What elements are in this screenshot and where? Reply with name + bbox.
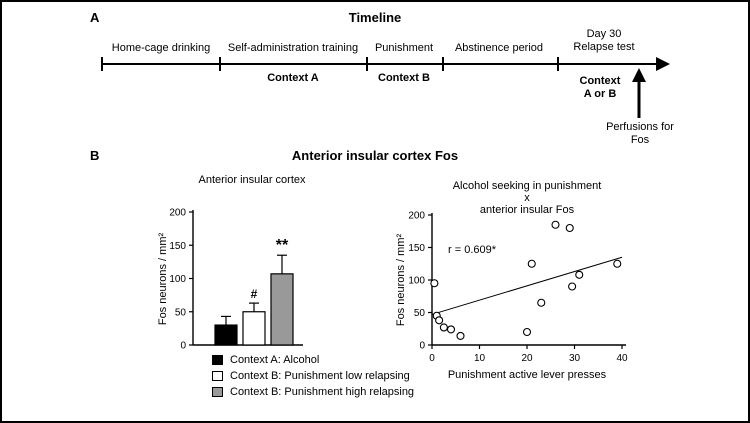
- legend-label-context-b-low: Context B: Punishment low relapsing: [230, 370, 410, 382]
- scatter-y-tick-label: 100: [408, 276, 425, 287]
- legend-swatch-context-b-low: [212, 371, 223, 381]
- phase-label-relapse-test: Day 30 Relapse test: [556, 28, 652, 54]
- phase-label-relapse-line: Relapse test: [573, 41, 635, 53]
- scatter-point: [537, 298, 546, 307]
- correlation-label: r = 0.609*: [448, 244, 497, 256]
- scatter-x-tick-label: 20: [521, 353, 533, 364]
- scatter-x-tick-label: 40: [616, 353, 628, 364]
- legend-swatch-context-b-high: [212, 387, 223, 397]
- scatter-title-line1: Alcohol seeking in punishment: [453, 180, 602, 192]
- scatter-point: [522, 327, 532, 337]
- scatter-point: [430, 279, 439, 288]
- bar-chart-legend: Context A: Alcohol Context B: Punishment…: [212, 352, 414, 400]
- scatter-title-line3: anterior insular Fos: [480, 204, 575, 216]
- context-a-label: Context A: [267, 72, 319, 84]
- phase-label-self-administration: Self-administration training: [227, 42, 359, 54]
- context-a-or-b-line1: Context: [579, 75, 621, 87]
- scatter-point: [613, 259, 622, 268]
- scatter-svg: Alcohol seeking in punishment x anterior…: [395, 180, 628, 381]
- phase-label-home-cage-drinking: Home-cage drinking: [111, 42, 211, 54]
- timeline-svg: [101, 57, 670, 118]
- scatter-point: [568, 282, 577, 291]
- legend-row-context-b-high: Context B: Punishment high relapsing: [212, 384, 414, 400]
- panel-b-title: Anterior insular cortex Fos: [291, 148, 459, 163]
- panel-a-label: A: [90, 10, 100, 25]
- scatter-x-tick-label: 10: [474, 353, 486, 364]
- scatter-x-tick-label: 30: [569, 353, 581, 364]
- scatter-point: [435, 316, 444, 325]
- bar: [242, 311, 266, 346]
- bar-chart-title: Anterior insular cortex: [199, 174, 306, 186]
- bar-y-tick-label: 200: [169, 208, 186, 219]
- regression-line: [431, 256, 623, 315]
- bar-y-tick-label: 50: [175, 307, 187, 318]
- timeline-arrowhead-icon: [656, 57, 670, 71]
- perfusion-arrowhead-icon: [632, 68, 646, 82]
- scatter-y-tick-label: 0: [419, 341, 425, 352]
- scatter-point: [456, 331, 465, 340]
- panel-b-label: B: [90, 148, 100, 163]
- scatter-point: [551, 220, 560, 229]
- legend-row-context-b-low: Context B: Punishment low relapsing: [212, 368, 414, 384]
- scatter-y-tick-label: 200: [408, 211, 425, 222]
- scatter-point: [439, 323, 448, 332]
- bar: [270, 273, 294, 346]
- scatter-y-tick-label: 150: [408, 243, 425, 254]
- legend-label-context-b-high: Context B: Punishment high relapsing: [230, 386, 415, 398]
- bar-chart-ylabel: Fos neurons / mm²: [157, 233, 169, 326]
- phase-label-punishment: Punishment: [374, 42, 434, 54]
- significance-marker: #: [251, 287, 258, 301]
- bar: [214, 324, 238, 346]
- timeline-title: Timeline: [348, 10, 402, 25]
- bar-y-tick-label: 100: [169, 274, 186, 285]
- scatter-title-line2: x: [524, 192, 530, 204]
- legend-swatch-context-a: [212, 355, 223, 365]
- perfusions-line1: Perfusions for: [606, 121, 674, 133]
- scatter-point: [565, 223, 574, 233]
- bar-chart-svg: Anterior insular cortex Fos neurons / mm…: [157, 174, 306, 352]
- significance-marker: **: [276, 237, 289, 254]
- context-b-label: Context B: [378, 72, 430, 84]
- context-a-or-b-line2: A or B: [583, 88, 617, 100]
- legend-row-context-a: Context A: Alcohol: [212, 352, 414, 368]
- scatter-x-tick-label: 0: [429, 353, 435, 364]
- context-a-or-b-label: Context A or B: [560, 75, 640, 101]
- perfusions-line2: Fos: [630, 134, 650, 146]
- perfusions-label: Perfusions for Fos: [592, 121, 688, 147]
- bar-y-tick-label: 0: [180, 341, 186, 352]
- bar-y-tick-label: 150: [169, 241, 186, 252]
- scatter-point: [527, 259, 536, 268]
- phase-label-day30-line: Day 30: [586, 28, 622, 40]
- phase-label-abstinence: Abstinence period: [454, 42, 544, 54]
- scatter-ylabel: Fos neurons / mm²: [395, 234, 407, 327]
- scatter-xlabel: Punishment active lever presses: [448, 369, 607, 381]
- scatter-point: [446, 325, 456, 334]
- scatter-y-tick-label: 50: [414, 308, 426, 319]
- legend-label-context-a: Context A: Alcohol: [230, 354, 320, 366]
- scatter-point: [575, 270, 584, 279]
